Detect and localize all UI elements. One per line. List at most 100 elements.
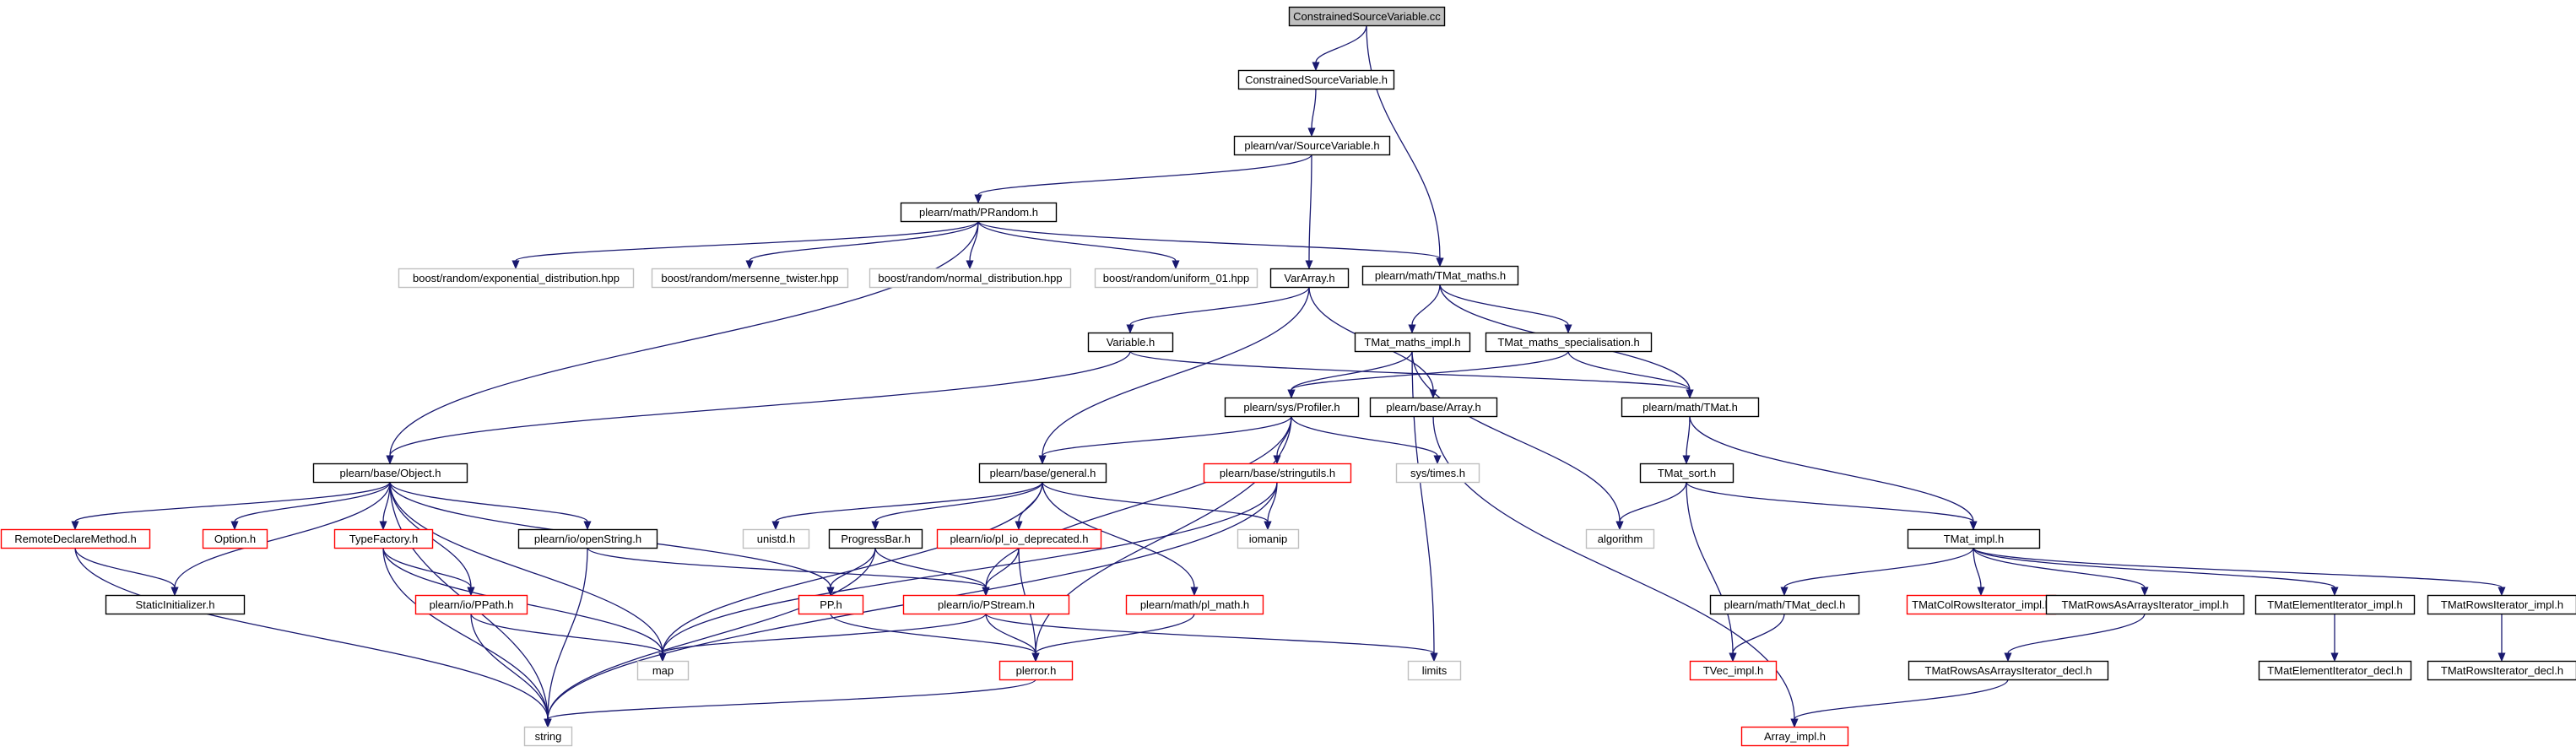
node-unistd-h[interactable]: unistd.h (742, 528, 810, 549)
node-tmat-sort-h[interactable]: TMat_sort.h (1639, 463, 1734, 484)
node-label: TMatRowsIterator_impl.h (2441, 598, 2563, 611)
node-vararray-h[interactable]: VarArray.h (1269, 268, 1350, 289)
edge-n12-n22 (771, 481, 1043, 531)
node-plearn-io-openstring-h[interactable]: plearn/io/openString.h (517, 528, 658, 549)
node-box (398, 268, 635, 289)
node-label: iomanip (1249, 533, 1288, 545)
edge-line (547, 547, 588, 720)
node-box (1354, 332, 1471, 353)
edge-line (874, 547, 987, 588)
node-plearn-var-sourcevariable-h[interactable]: plearn/var/SourceVariable.h (1233, 135, 1391, 156)
edge-n12-n35 (1042, 481, 1199, 597)
node-limits[interactable]: limits (1407, 660, 1462, 681)
node-plearn-sys-profiler-h[interactable]: plearn/sys/Profiler.h (1224, 397, 1360, 418)
node-box (105, 594, 246, 615)
node-option-h[interactable]: Option.h (202, 528, 268, 549)
node-label: plearn/math/TMat_decl.h (1724, 598, 1846, 611)
node-plearn-math-tmat-maths-h[interactable]: plearn/math/TMat_maths.h (1361, 265, 1519, 286)
edge-n16-n28 (1682, 415, 1691, 465)
arrowhead (71, 521, 79, 531)
node-tmatrowsiterator-decl-h[interactable]: TMatRowsIterator_decl.h (2427, 660, 2576, 681)
edge-line (1686, 481, 1734, 654)
node-tmatrowsiterator-impl-h[interactable]: TMatRowsIterator_impl.h (2427, 594, 2576, 615)
edge-n4-n9 (966, 220, 979, 270)
node-plearn-math-pl-math-h[interactable]: plearn/math/pl_math.h (1125, 594, 1264, 615)
edge-n30-n41 (1973, 547, 1985, 597)
edge-line (74, 481, 391, 522)
node-box (742, 528, 810, 549)
node-plearn-base-stringutils-h[interactable]: plearn/base/stringutils.h (1203, 463, 1352, 484)
node-tmat-maths-specialisation-h[interactable]: TMat_maths_specialisation.h (1485, 332, 1653, 353)
node-box (333, 528, 434, 549)
edge-n32-n39 (470, 613, 552, 728)
edge-line (470, 613, 663, 654)
node-iomanip[interactable]: iomanip (1237, 528, 1300, 549)
node-box (1094, 268, 1258, 289)
node-box (1237, 69, 1395, 90)
arrowhead (745, 260, 754, 270)
node-tmatcolrowsiterator-impl-h[interactable]: TMatColRowsIterator_impl.h (1906, 594, 2057, 615)
node-tmatrowsasarraysiterator-impl-h[interactable]: TMatRowsAsArraysIterator_impl.h (2045, 594, 2245, 615)
node-tmatrowsasarraysiterator-decl-h[interactable]: TMatRowsAsArraysIterator_decl.h (1908, 660, 2109, 681)
node-progressbar-h[interactable]: ProgressBar.h (828, 528, 923, 549)
edge-n3-n4 (974, 154, 1312, 204)
node-plearn-io-pl-io-deprecated-h[interactable]: plearn/io/pl_io_deprecated.h (936, 528, 1102, 549)
node-plearn-base-array-h[interactable]: plearn/base/Array.h (1369, 397, 1498, 418)
node-plearn-io-pstream-h[interactable]: plearn/io/PStream.h (902, 594, 1070, 615)
node-label: plearn/io/pl_io_deprecated.h (950, 533, 1088, 545)
node-string[interactable]: string (523, 726, 573, 747)
node-label: boost/random/mersenne_twister.hpp (661, 272, 838, 284)
node-box (1908, 660, 2109, 681)
arrowhead (1312, 62, 1320, 72)
node-boost-random-normal-distribution-hpp[interactable]: boost/random/normal_distribution.hpp (869, 268, 1072, 289)
edge-line (985, 613, 1036, 654)
edge-line (1973, 547, 2146, 588)
node-label: TMatColRowsIterator_impl.h (1912, 598, 2051, 611)
edge-line (1042, 481, 1195, 588)
node-staticinitializer-h[interactable]: StaticInitializer.h (105, 594, 246, 615)
node-plerror-h[interactable]: plerror.h (998, 660, 1074, 681)
node-box (1689, 660, 1778, 681)
node-map[interactable]: map (636, 660, 690, 681)
edge-line (547, 547, 876, 720)
edge-n4-n6 (386, 220, 979, 465)
node-boost-random-mersenne-twister-hpp[interactable]: boost/random/mersenne_twister.hpp (651, 268, 849, 289)
node-plearn-base-object-h[interactable]: plearn/base/Object.h (312, 463, 468, 484)
edge-line (1042, 481, 1269, 522)
node-plearn-math-tmat-h[interactable]: plearn/math/TMat.h (1621, 397, 1760, 418)
node-algorithm[interactable]: algorithm (1585, 528, 1655, 549)
node-pp-h[interactable]: PP.h (798, 594, 864, 615)
arrowhead (2330, 587, 2339, 597)
node-typefactory-h[interactable]: TypeFactory.h (333, 528, 434, 549)
node-label: TMatRowsAsArraysIterator_impl.h (2062, 598, 2229, 611)
node-plearn-math-tmat-decl-h[interactable]: plearn/math/TMat_decl.h (1709, 594, 1860, 615)
node-box (1233, 135, 1391, 156)
node-remotedeclaremethod-h[interactable]: RemoteDeclareMethod.h (0, 528, 151, 549)
edge-n28-n45 (1686, 481, 1737, 663)
edge-line (1308, 154, 1312, 262)
node-array-impl-h[interactable]: Array_impl.h (1740, 726, 1849, 747)
node-tmatelementiterator-decl-h[interactable]: TMatElementIterator_decl.h (2258, 660, 2412, 681)
node-plearn-io-ppath-h[interactable]: plearn/io/PPath.h (414, 594, 528, 615)
node-plearn-base-general-h[interactable]: plearn/base/general.h (978, 463, 1107, 484)
node-box (869, 268, 1072, 289)
node-tmat-maths-impl-h[interactable]: TMat_maths_impl.h (1354, 332, 1471, 353)
edge-line (74, 547, 549, 720)
node-plearn-math-prandom-h[interactable]: plearn/math/PRandom.h (900, 202, 1058, 223)
node-sys-times-h[interactable]: sys/times.h (1395, 463, 1480, 484)
edge-n14-n17 (1287, 350, 1413, 399)
edge-n30-n44 (1973, 547, 2506, 597)
node-label: TMat_maths_specialisation.h (1497, 336, 1639, 349)
arrowhead (1430, 652, 1438, 663)
arrowhead (2330, 652, 2339, 663)
edge-line (470, 613, 549, 720)
node-variable-h[interactable]: Variable.h (1087, 332, 1174, 353)
arrowhead (2498, 652, 2506, 663)
node-boost-random-exponential-distribution-hpp[interactable]: boost/random/exponential_distribution.hp… (398, 268, 635, 289)
node-tmatelementiterator-impl-h[interactable]: TMatElementIterator_impl.h (2254, 594, 2416, 615)
node-tvec-impl-h[interactable]: TVec_impl.h (1689, 660, 1778, 681)
node-boost-random-uniform-01-hpp[interactable]: boost/random/uniform_01.hpp (1094, 268, 1258, 289)
edge-n23-n39 (544, 547, 876, 728)
node-constrainedsourcevariable-h[interactable]: ConstrainedSourceVariable.h (1237, 69, 1395, 90)
node-tmat-impl-h[interactable]: TMat_impl.h (1907, 528, 2041, 549)
